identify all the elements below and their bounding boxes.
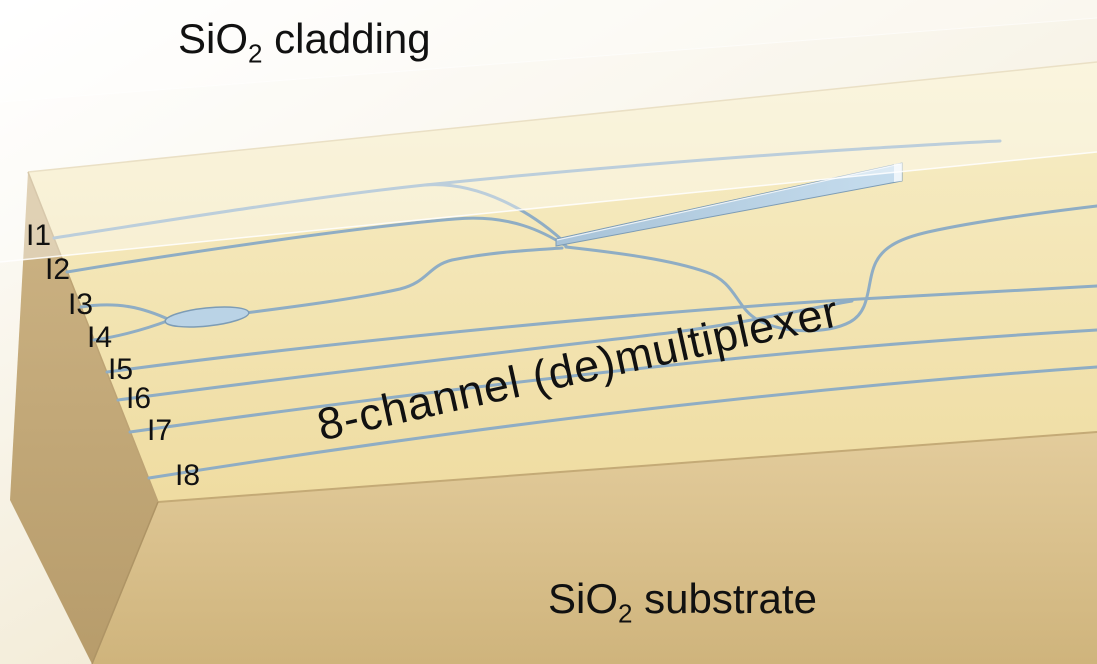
- waveguide-tap-line: [423, 139, 1002, 187]
- waveguide-i6: [116, 299, 854, 402]
- cladding-subscript: 2: [248, 38, 263, 69]
- substrate-top-face: [28, 62, 1097, 502]
- waveguide-i7: [128, 328, 1097, 434]
- waveguide-hairpin: [564, 204, 1097, 333]
- waveguide-i4: [92, 318, 172, 342]
- waveguide-i1: [52, 183, 427, 240]
- input-label-i1: I1: [26, 219, 52, 252]
- substrate-front-edge: [157, 431, 1097, 503]
- input-label-i6: I6: [126, 382, 152, 415]
- substrate-left-face: [10, 172, 158, 664]
- input-label-i4: I4: [87, 321, 113, 354]
- waveguide-i3: [79, 303, 172, 322]
- substrate-label: SiO2 substrate: [548, 575, 817, 627]
- waveguides: [52, 139, 1097, 480]
- cladding-front-edge: [0, 151, 1097, 263]
- substrate-left-edge: [27, 171, 159, 503]
- substrate-formula: SiO: [548, 575, 619, 622]
- waveguide-coupler-out: [243, 246, 564, 315]
- substrate-corner-edge: [91, 501, 159, 664]
- substrate-back-edge: [27, 61, 1097, 173]
- slab-highlight: [556, 163, 901, 241]
- cladding-label: SiO2 cladding: [178, 15, 431, 67]
- waveguide-i1-to-bus: [423, 183, 564, 242]
- directional-coupler: [164, 306, 250, 328]
- input-label-i2: I2: [45, 253, 71, 286]
- cladding: [0, 0, 1097, 263]
- input-label-i8: I8: [175, 459, 201, 492]
- waveguide-i8: [147, 365, 1097, 480]
- substrate-suffix: substrate: [632, 575, 817, 622]
- substrate-front-face: [92, 432, 1097, 664]
- waveguide-i2: [65, 216, 568, 274]
- cladding-front-face: [0, 18, 1097, 262]
- cladding-suffix: cladding: [262, 15, 431, 62]
- waveguide-i5: [105, 284, 1097, 374]
- cladding-top-face: [0, 0, 1097, 102]
- input-label-i7: I7: [147, 414, 173, 447]
- input-label-i3: I3: [68, 288, 94, 321]
- cladding-top-edge: [0, 17, 1097, 103]
- input-label-i5: I5: [108, 353, 134, 386]
- substrate-subscript: 2: [618, 598, 633, 629]
- cladding-formula: SiO: [178, 15, 249, 62]
